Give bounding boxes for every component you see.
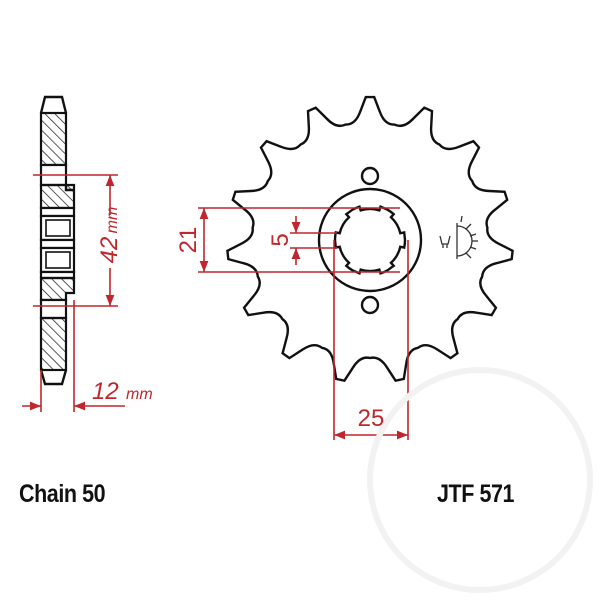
side-bottom-tooth [39, 369, 68, 386]
hub-circle [317, 187, 423, 293]
side-bottom-hatch [39, 316, 68, 372]
front-view: 21 5 25 [175, 95, 514, 440]
hub-width-dimension: 42 mm [96, 207, 123, 264]
mount-hole-bottom [360, 295, 380, 315]
bore-dimension: 25 [358, 405, 385, 432]
watermark-logo [367, 367, 593, 593]
svg-text:42: 42 [96, 237, 123, 264]
mount-hole-top [360, 166, 380, 186]
side-top-tooth [39, 95, 68, 114]
side-view: 42 mm 12 mm [22, 95, 153, 412]
part-number: JTF 571 [437, 480, 515, 508]
svg-text:mm: mm [126, 386, 153, 403]
side-hub-lower [39, 276, 76, 302]
svg-text:5: 5 [267, 233, 294, 246]
side-top-hatch [39, 111, 68, 167]
sun-light-symbol-icon [439, 215, 478, 259]
svg-text:mm: mm [104, 207, 121, 234]
spline-bore [333, 204, 407, 276]
side-hub-upper [39, 183, 76, 210]
svg-text:12: 12 [92, 378, 119, 405]
spline-outer-dimension: 21 [175, 227, 202, 254]
svg-text:21: 21 [175, 227, 202, 254]
chain-label: Chain 50 [19, 480, 106, 508]
spline-width-dimension: 5 [267, 233, 294, 246]
thickness-dimension: 12 mm [92, 378, 153, 405]
sprocket-teeth-outline [226, 95, 514, 383]
